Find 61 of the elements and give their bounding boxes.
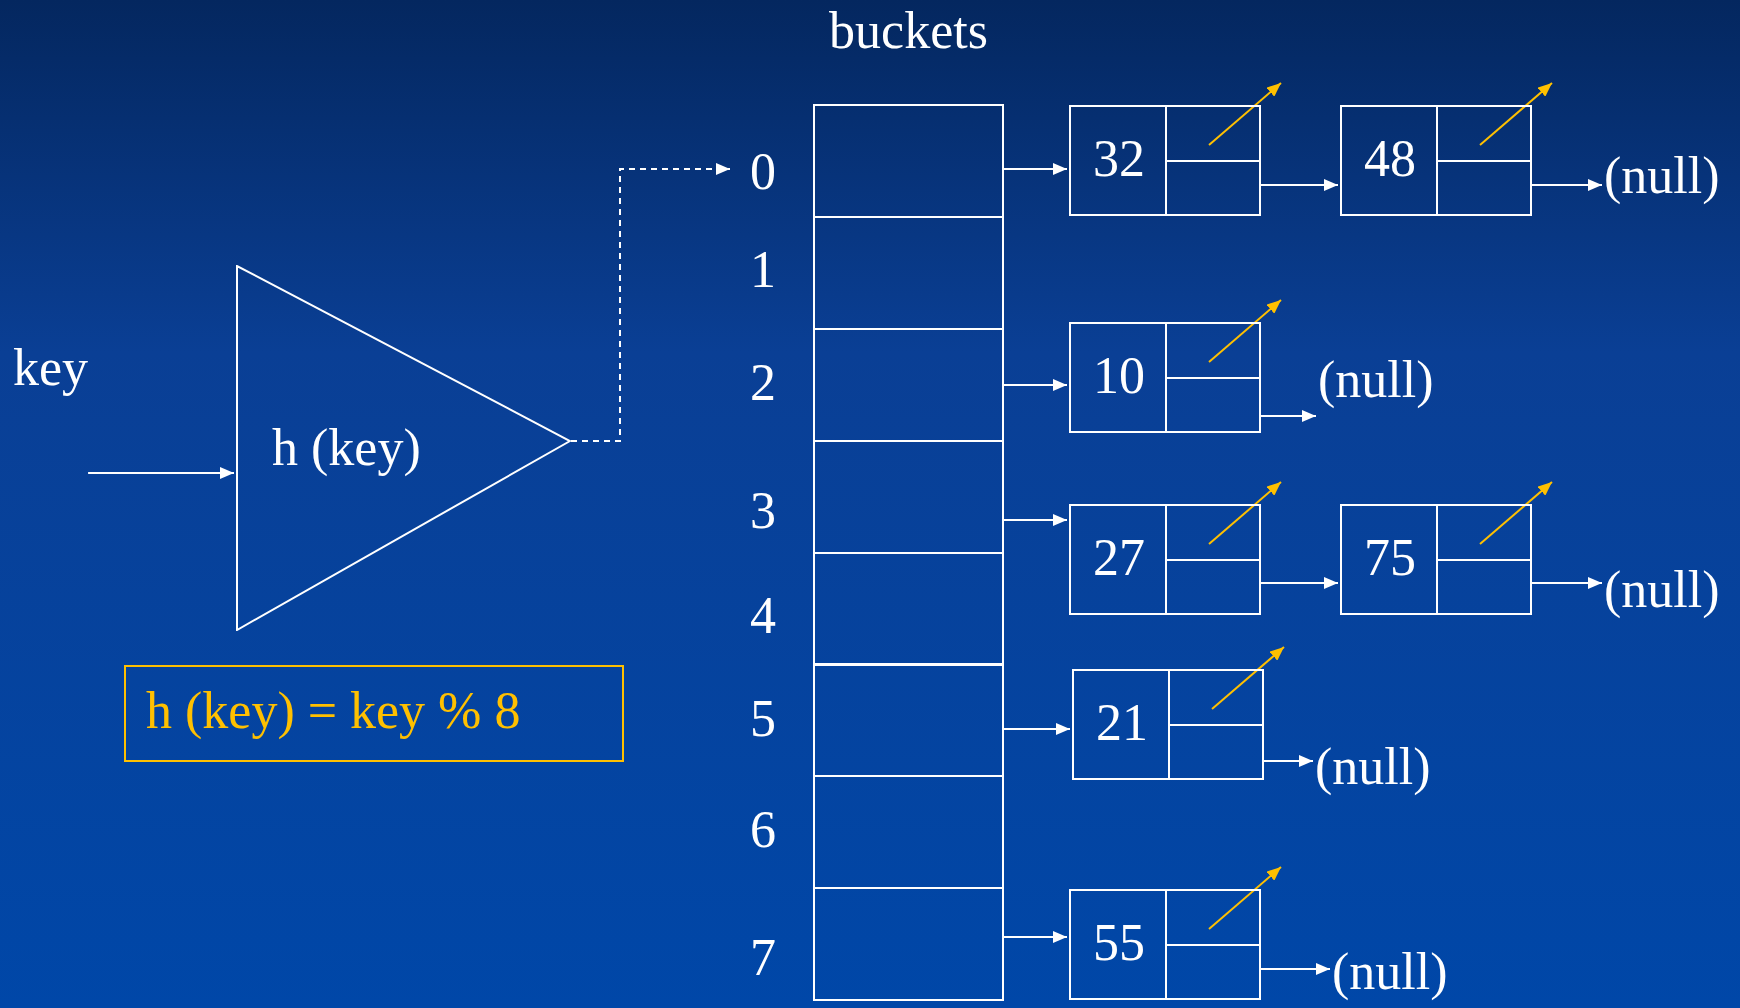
arrow	[87, 467, 235, 479]
arrow	[1260, 577, 1339, 589]
list-node	[1340, 105, 1532, 216]
list-node	[1069, 504, 1261, 615]
list-node	[1069, 322, 1261, 433]
null-label: (null)	[1318, 352, 1434, 408]
node-value: 21	[1095, 695, 1149, 751]
bucket-index: 5	[749, 691, 777, 747]
null-label: (null)	[1604, 562, 1720, 618]
null-label: (null)	[1315, 739, 1431, 795]
arrow	[1003, 379, 1068, 391]
key-label: key	[13, 340, 89, 396]
bucket-cell	[813, 775, 1004, 890]
list-node	[1069, 889, 1261, 1000]
array-heading: buckets	[828, 3, 989, 59]
list-node	[1072, 669, 1264, 780]
arrow	[1211, 646, 1285, 710]
node-value: 27	[1092, 530, 1146, 586]
bucket-cell	[813, 887, 1004, 1002]
arrow	[1531, 577, 1603, 589]
bucket-index: 1	[749, 242, 777, 298]
function-label: h (key)	[272, 420, 421, 476]
bucket-index: 0	[749, 144, 777, 200]
arrow	[1263, 755, 1314, 767]
node-value: 32	[1092, 131, 1146, 187]
formula-text: h (key) = key % 8	[146, 683, 521, 739]
bucket-cell	[813, 104, 1004, 218]
arrow	[1003, 514, 1068, 526]
arrow	[1479, 481, 1553, 545]
dashed-arrow	[570, 163, 731, 442]
arrow	[1260, 410, 1317, 422]
arrow	[1003, 163, 1068, 175]
node-value: 48	[1363, 131, 1417, 187]
arrow	[1003, 723, 1071, 735]
formula-box	[124, 665, 624, 762]
bucket-cell	[813, 327, 1004, 442]
bucket-cell	[813, 439, 1004, 554]
arrow	[1531, 179, 1603, 191]
arrow	[1003, 931, 1068, 943]
null-label: (null)	[1332, 944, 1448, 1000]
arrow	[1479, 82, 1553, 146]
bucket-cell	[813, 551, 1004, 666]
bucket-index: 2	[749, 355, 777, 411]
arrow	[1260, 179, 1339, 191]
node-value: 55	[1092, 915, 1146, 971]
arrow	[1208, 481, 1282, 545]
bucket-index: 6	[749, 802, 777, 858]
arrow	[1208, 866, 1282, 930]
list-node	[1069, 105, 1261, 216]
null-label: (null)	[1604, 148, 1720, 204]
bucket-cell	[813, 215, 1004, 330]
bucket-index: 7	[749, 930, 777, 986]
node-value: 75	[1363, 530, 1417, 586]
list-node	[1340, 504, 1532, 615]
arrow	[1208, 299, 1282, 363]
bucket-cell	[813, 663, 1004, 778]
arrow	[1208, 82, 1282, 146]
bucket-index: 4	[749, 588, 777, 644]
arrow	[1260, 963, 1331, 975]
bucket-index: 3	[749, 483, 777, 539]
node-value: 10	[1092, 348, 1146, 404]
